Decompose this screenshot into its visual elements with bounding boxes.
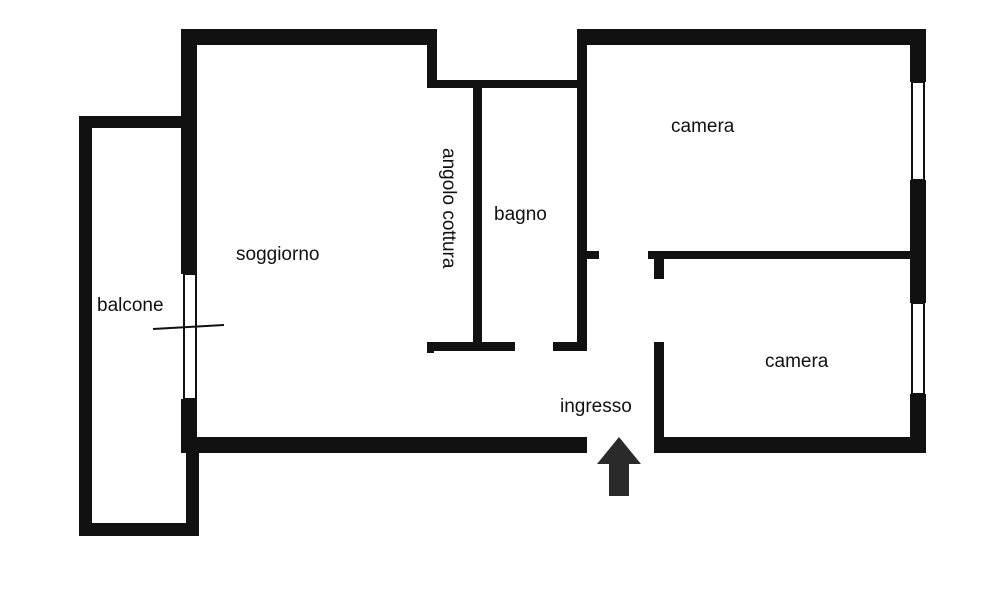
wall-top-right bbox=[577, 29, 926, 45]
wall-kitchen-notch bbox=[427, 29, 437, 88]
wall-bathroom-left bbox=[473, 88, 482, 350]
label-ingresso: ingresso bbox=[560, 396, 632, 417]
wall-counter-left bbox=[427, 342, 515, 351]
wall-right-upper bbox=[910, 29, 926, 82]
wall-living-left-upper bbox=[181, 29, 197, 274]
label-soggiorno: soggiorno bbox=[236, 244, 319, 265]
window-camera-1 bbox=[911, 81, 925, 181]
label-camera-2: camera bbox=[765, 351, 829, 372]
label-angolo-cottura: angolo cottura bbox=[438, 148, 459, 269]
arrow-up-icon bbox=[597, 437, 641, 496]
wall-bottom-left bbox=[181, 437, 587, 453]
window-living bbox=[183, 273, 197, 400]
wall-counter-stub bbox=[427, 342, 434, 353]
wall-balcony-left bbox=[79, 116, 92, 536]
wall-balcony-right bbox=[186, 445, 199, 536]
wall-camera-divider bbox=[648, 251, 926, 259]
wall-right-middle bbox=[910, 180, 926, 303]
label-bagno: bagno bbox=[494, 204, 547, 225]
wall-top-left bbox=[181, 29, 437, 45]
label-camera-1: camera bbox=[671, 116, 735, 137]
wall-hall-stub bbox=[587, 251, 599, 259]
wall-camera2-left-upper bbox=[654, 259, 664, 279]
wall-camera2-left-lower bbox=[654, 342, 664, 453]
wall-balcony-bottom bbox=[79, 523, 199, 536]
wall-balcony-top bbox=[79, 116, 197, 128]
wall-bathroom-right bbox=[577, 45, 587, 350]
balcony-door-mark bbox=[152, 324, 225, 330]
wall-counter-right bbox=[553, 342, 587, 351]
window-camera-2 bbox=[911, 302, 925, 395]
label-balcone: balcone bbox=[97, 295, 164, 316]
wall-kitchen-top bbox=[427, 80, 584, 88]
wall-bottom-right bbox=[654, 437, 926, 453]
